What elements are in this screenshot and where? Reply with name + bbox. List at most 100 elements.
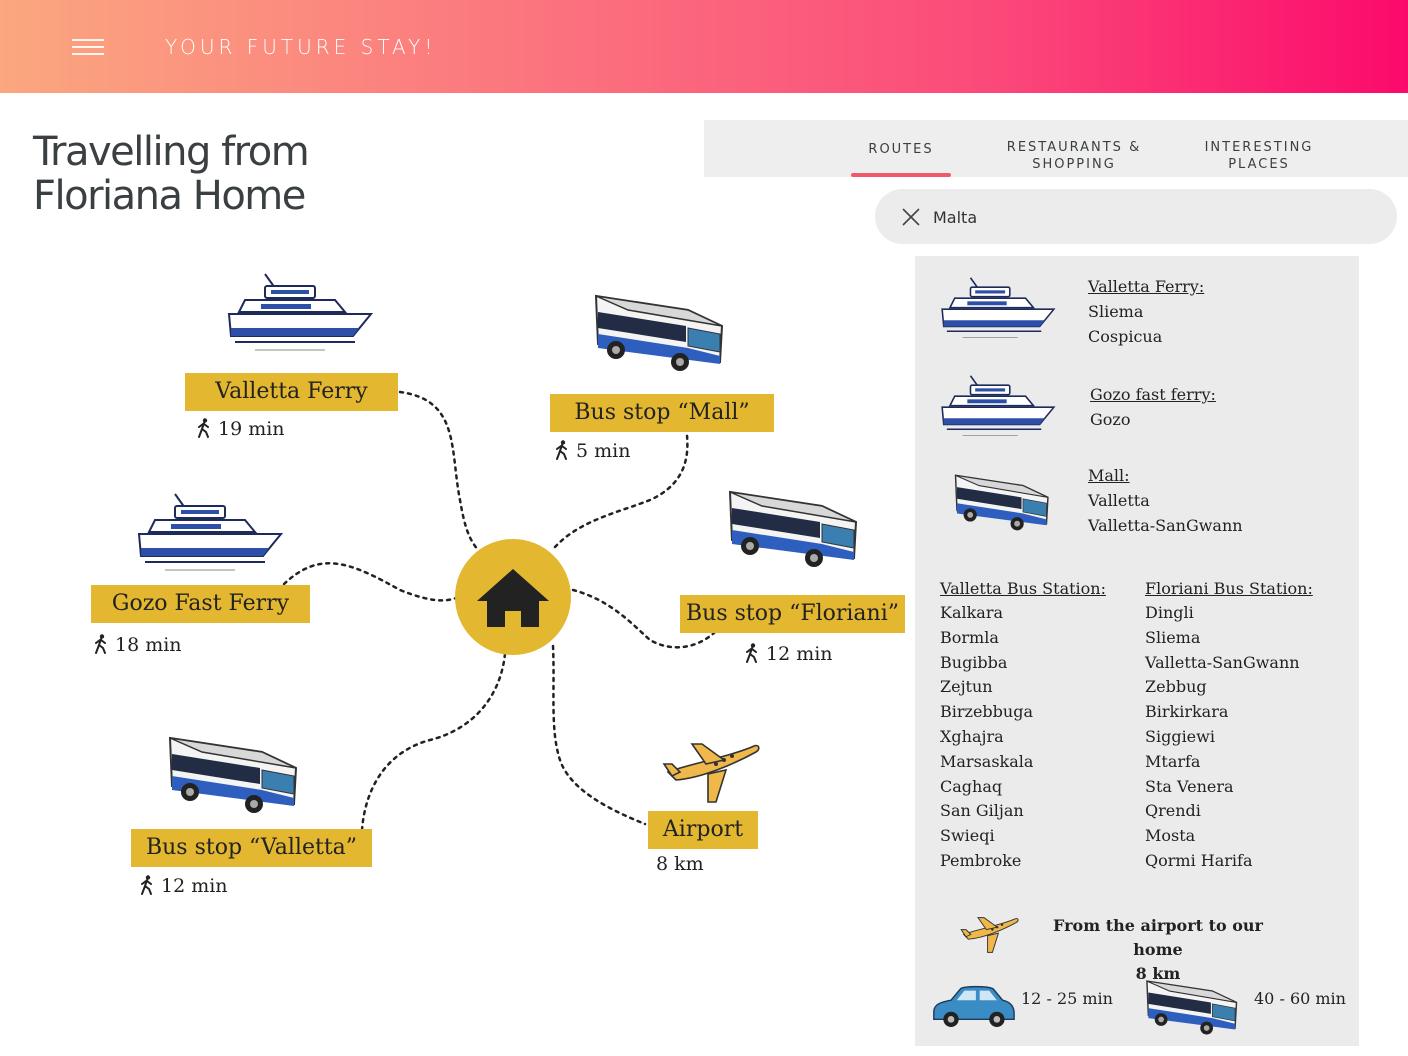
bus-icon <box>1141 974 1241 1038</box>
airport-note-distance: 8 km <box>1135 964 1181 983</box>
station-stop: Qrendi <box>1145 801 1201 821</box>
floriani-bus-station-list: Floriani Bus Station: Dingli Sliema Vall… <box>1145 576 1313 874</box>
search-bar <box>875 189 1397 244</box>
station-stop: Sliema <box>1145 627 1201 647</box>
bus-icon <box>949 468 1053 534</box>
airplane-icon <box>662 738 762 808</box>
tab-label-line2: PLACES <box>1228 157 1290 172</box>
valletta-ferry-route: Valletta Ferry: Sliema Cospicua <box>1088 275 1204 349</box>
valletta-ferry-walk-time: 19 min <box>196 418 285 440</box>
station-stop: Sta Venera <box>1145 776 1234 796</box>
station-stop: San Giljan <box>940 801 1024 821</box>
gozo-ferry-route: Gozo fast ferry: Gozo <box>1090 383 1216 432</box>
ferry-icon <box>225 270 375 360</box>
page-title: Travelling from Floriana Home <box>33 130 533 218</box>
mall-route: Mall: Valletta Valletta-SanGwann <box>1088 464 1243 538</box>
station-stop: Marsaskala <box>940 751 1034 771</box>
active-tab-indicator <box>851 173 951 177</box>
station-stop: Zebbug <box>1145 677 1207 697</box>
walking-person-icon <box>93 634 109 654</box>
valletta-ferry-label: Valletta Ferry <box>185 373 398 411</box>
top-header: YOUR FUTURE STAY! <box>0 0 1408 93</box>
route-title: Gozo fast ferry: <box>1090 385 1216 404</box>
route-stop: Valletta-SanGwann <box>1088 516 1243 535</box>
house-icon <box>477 569 549 627</box>
valletta-bus-station-list: Valletta Bus Station: Kalkara Bormla Bug… <box>940 576 1106 874</box>
tab-restaurants-shopping[interactable]: RESTAURANTS & SHOPPING <box>994 120 1154 177</box>
bus-valletta-label: Bus stop “Valletta” <box>131 829 372 867</box>
tab-interesting-places[interactable]: INTERESTING PLACES <box>1194 120 1324 177</box>
walking-person-icon <box>139 875 155 895</box>
station-stop: Caghaq <box>940 776 1003 796</box>
dashed-connectors <box>282 390 717 832</box>
airplane-icon <box>960 914 1020 956</box>
page-title-line1: Travelling from <box>33 129 310 175</box>
tab-label-line2: SHOPPING <box>1032 157 1116 172</box>
bus-icon <box>162 728 302 818</box>
bus-mall-label: Bus stop “Mall” <box>550 394 774 432</box>
route-title: Mall: <box>1088 466 1130 485</box>
clear-search-icon[interactable] <box>901 207 921 227</box>
station-stop: Swieqi <box>940 826 995 846</box>
station-stop: Valletta-SanGwann <box>1145 652 1300 672</box>
station-title: Floriani Bus Station: <box>1145 579 1313 598</box>
walk-time-value: 12 min <box>161 875 228 897</box>
gozo-ferry-label: Gozo Fast Ferry <box>91 585 310 623</box>
route-stop: Valletta <box>1088 491 1150 510</box>
walk-time-value: 12 min <box>766 643 833 665</box>
tab-routes-label: ROUTES <box>868 142 934 157</box>
route-stop: Sliema <box>1088 302 1144 321</box>
ferry-icon <box>135 490 285 580</box>
walking-person-icon <box>554 440 570 460</box>
bus-mall-walk-time: 5 min <box>554 440 630 462</box>
tab-routes[interactable]: ROUTES <box>851 120 951 177</box>
walking-person-icon <box>196 418 212 438</box>
route-stop: Cospicua <box>1088 327 1163 346</box>
hamburger-menu-icon[interactable] <box>72 37 104 57</box>
station-title: Valletta Bus Station: <box>940 579 1106 598</box>
airport-note-line1: From the airport to our home <box>1053 916 1263 959</box>
station-stop: Qormi Harifa <box>1145 850 1253 870</box>
station-stop: Pembroke <box>940 850 1022 870</box>
walk-time-value: 19 min <box>218 418 285 440</box>
tab-bar: ROUTES RESTAURANTS & SHOPPING INTERESTIN… <box>704 120 1408 177</box>
ferry-icon <box>939 274 1057 346</box>
airport-to-home-note: From the airport to our home 8 km <box>1030 914 1286 986</box>
site-title: YOUR FUTURE STAY! <box>165 35 437 59</box>
routes-info-panel: Valletta Ferry: Sliema Cospicua Gozo fas… <box>915 256 1359 1046</box>
bus-floriani-label: Bus stop “Floriani” <box>680 595 905 633</box>
station-stop: Siggiewi <box>1145 726 1215 746</box>
station-stop: Mosta <box>1145 826 1196 846</box>
station-stop: Mtarfa <box>1145 751 1201 771</box>
bus-travel-time: 40 - 60 min <box>1254 989 1346 1008</box>
bus-icon <box>588 286 728 376</box>
ferry-icon <box>939 372 1057 444</box>
station-stop: Zejtun <box>940 677 993 697</box>
bus-valletta-walk-time: 12 min <box>139 875 228 897</box>
station-stop: Xghajra <box>940 726 1004 746</box>
bus-icon <box>722 482 862 572</box>
walk-time-value: 5 min <box>576 440 631 462</box>
car-icon <box>930 982 1016 1028</box>
station-stop: Bormla <box>940 627 999 647</box>
search-input[interactable] <box>933 202 1353 232</box>
route-title: Valletta Ferry: <box>1088 277 1205 296</box>
route-stop: Gozo <box>1090 410 1131 429</box>
airport-distance: 8 km <box>656 853 704 875</box>
airport-label: Airport <box>648 811 758 849</box>
tab-label-line1: RESTAURANTS & <box>1006 140 1142 155</box>
walk-time-value: 18 min <box>115 634 182 656</box>
gozo-ferry-walk-time: 18 min <box>93 634 182 656</box>
station-stop: Kalkara <box>940 603 1004 622</box>
routes-diagram: Valletta Ferry 19 min Gozo Fast Ferry 18… <box>0 250 910 1056</box>
station-stop: Birkirkara <box>1145 702 1229 722</box>
bus-floriani-walk-time: 12 min <box>744 643 833 665</box>
station-stop: Birzebbuga <box>940 702 1033 722</box>
station-stop: Dingli <box>1145 603 1194 622</box>
station-stop: Bugibba <box>940 652 1008 672</box>
walking-person-icon <box>744 643 760 663</box>
home-marker <box>455 539 571 655</box>
car-travel-time: 12 - 25 min <box>1021 989 1113 1008</box>
page-title-line2: Floriana Home <box>33 173 306 219</box>
tab-label-line1: INTERESTING <box>1204 140 1314 155</box>
